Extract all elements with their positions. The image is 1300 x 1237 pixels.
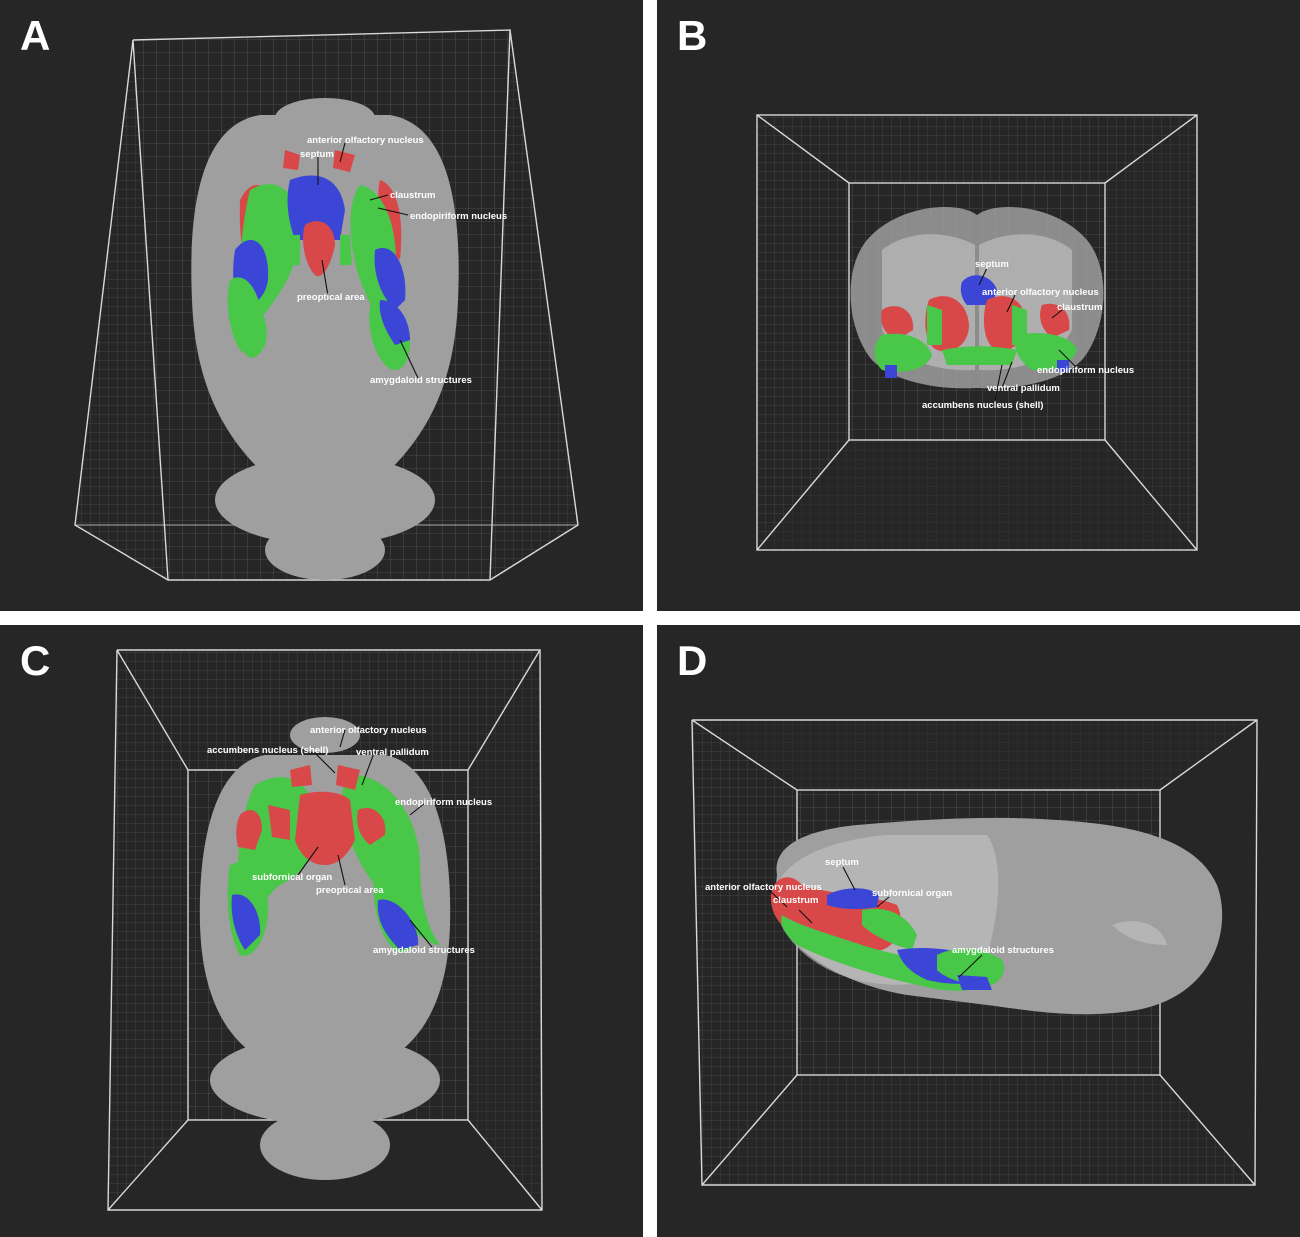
label-endopiriform-nucleus: endopiriform nucleus [395, 797, 492, 808]
leader-lines [978, 267, 1078, 401]
label-claustrum: claustrum [773, 895, 818, 906]
leader-lines [317, 142, 419, 379]
label-septum: septum [975, 259, 1009, 270]
panel-d-render: septum anterior olfactory nucleus subfor… [691, 719, 1258, 1186]
label-endopiriform-nucleus: endopiriform nucleus [1037, 365, 1134, 376]
label-septum: septum [300, 149, 334, 160]
panel-c-render: anterior olfactory nucleus accumbens nuc… [107, 649, 543, 1211]
panel-a-render: anterior olfactory nucleus septum claust… [74, 29, 579, 581]
label-preoptical-area: preoptical area [297, 292, 365, 303]
label-anterior-olfactory-nucleus: anterior olfactory nucleus [982, 287, 1099, 298]
brain-structures [227, 150, 410, 370]
panel-d: septum anterior olfactory nucleus subfor… [657, 625, 1300, 1237]
panel-letter-c: C [20, 637, 51, 684]
label-ventral-pallidum: ventral pallidum [356, 747, 429, 758]
label-anterior-olfactory-nucleus: anterior olfactory nucleus [307, 135, 424, 146]
brain-structures [770, 877, 1004, 991]
panel-letter-a: A [20, 12, 51, 59]
panel-c: anterior olfactory nucleus accumbens nuc… [0, 625, 643, 1237]
label-septum: septum [825, 857, 859, 868]
box-left-wall [75, 40, 168, 580]
label-subfornical-organ: subfornical organ [252, 872, 332, 883]
label-accumbens-nucleus-shell: accumbens nucleus (shell) [922, 400, 1043, 411]
box-outline [756, 114, 1198, 551]
panel-a: anterior olfactory nucleus septum claust… [0, 0, 643, 611]
label-amygdaloid-structures: amygdaloid structures [952, 945, 1054, 956]
panel-letter-d: D [677, 637, 708, 684]
label-preoptical-area: preoptical area [316, 885, 384, 896]
label-amygdaloid-structures: amygdaloid structures [370, 375, 472, 386]
brain-structures [874, 275, 1077, 378]
label-anterior-olfactory-nucleus: anterior olfactory nucleus [310, 725, 427, 736]
label-claustrum: claustrum [1057, 302, 1102, 313]
label-amygdaloid-structures: amygdaloid structures [373, 945, 475, 956]
leader-lines [297, 729, 433, 948]
label-ventral-pallidum: ventral pallidum [987, 383, 1060, 394]
panel-b: septum anterior olfactory nucleus claust… [657, 0, 1300, 611]
panel-letter-b: B [677, 12, 708, 59]
label-subfornical-organ: subfornical organ [872, 888, 952, 899]
brain-silhouette [191, 98, 459, 580]
brain-structures [227, 765, 440, 956]
panel-b-render: septum anterior olfactory nucleus claust… [756, 114, 1198, 551]
label-anterior-olfactory-nucleus: anterior olfactory nucleus [705, 882, 822, 893]
leader-lines [768, 866, 983, 978]
label-accumbens-nucleus-shell: accumbens nucleus (shell) [207, 745, 328, 756]
label-claustrum: claustrum [390, 190, 435, 201]
box-right-wall [490, 30, 578, 580]
label-endopiriform-nucleus: endopiriform nucleus [410, 211, 507, 222]
